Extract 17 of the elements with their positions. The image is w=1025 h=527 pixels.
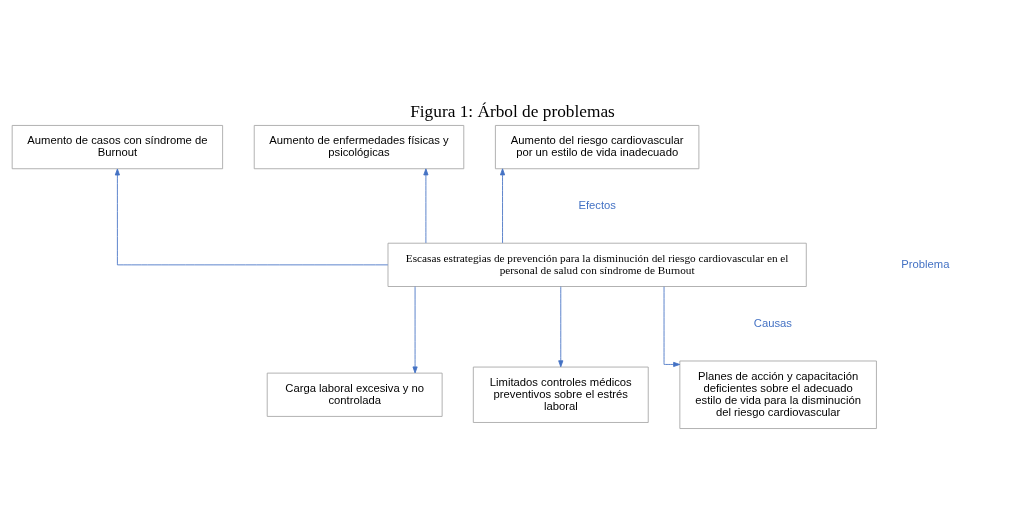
arrow (558, 285, 564, 367)
node-box: Aumento de enfermedades físicas y psicológicas (253, 124, 465, 169)
node-box: Escasas estrategias de prevención para la disminución del riesgo cardiovascular en el personal de salud con síndrome de Burnout (387, 242, 807, 287)
diagram-title: Figura 1: Árbol de problemas (410, 101, 615, 121)
arrow (663, 285, 681, 367)
arrow (500, 167, 506, 243)
node-box: Limitados controles médicos preventivos sobre el estrés laboral (472, 366, 649, 423)
arrow (114, 168, 389, 265)
node-box: Aumento de casos con síndrome de Burnout (11, 124, 224, 169)
label: Efectos (578, 198, 616, 211)
label: Problema (901, 257, 950, 270)
node-box: Aumento del riesgo cardiovascular por un estilo de vida inadecuado (494, 124, 700, 169)
arrow (423, 167, 429, 243)
arrow (412, 285, 418, 373)
node-box: Carga laboral excesiva y no controlada (266, 372, 443, 417)
label: Causas (753, 316, 793, 329)
node-box: Planes de acción y capacitación deficientes sobre el adecuado estilo de vida para la disminución del riesgo cardiovascular (679, 360, 877, 429)
